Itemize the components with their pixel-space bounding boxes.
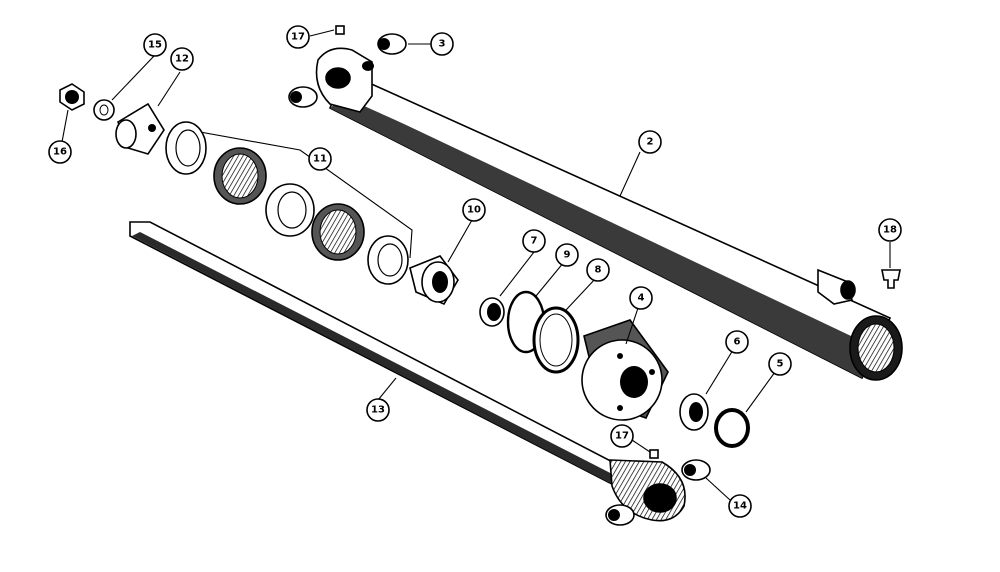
callout-label-12: 12 <box>175 54 189 65</box>
callout-label-5: 5 <box>777 359 784 370</box>
piston-head-10 <box>409 255 459 306</box>
grease-fitting-rod <box>649 449 659 459</box>
callout-8: 8 <box>586 258 610 282</box>
callout-circle-15 <box>143 33 167 57</box>
callout-label-6: 6 <box>734 337 741 348</box>
callout-14: 14 <box>728 494 752 518</box>
callout-circle-7 <box>522 229 546 253</box>
callout-18: 18 <box>878 218 902 242</box>
callout-circle-10 <box>462 198 486 222</box>
callout-circle-12 <box>170 47 194 71</box>
plug-18 <box>881 269 901 289</box>
callout-label-18: 18 <box>883 225 897 236</box>
callout-circle-16 <box>48 140 72 164</box>
callout-17-rod: 17 <box>610 424 634 448</box>
callout-circle-4 <box>629 286 653 310</box>
callout-label-15: 15 <box>148 40 162 51</box>
callout-7: 7 <box>522 229 546 253</box>
callout-label-8: 8 <box>595 265 602 276</box>
piston-ring-pack-a <box>213 147 267 205</box>
callout-12: 12 <box>170 47 194 71</box>
callout-16: 16 <box>48 140 72 164</box>
nut-16 <box>59 83 85 111</box>
callout-circle-6 <box>725 330 749 354</box>
bushing-3 <box>377 33 407 55</box>
callout-circle-5 <box>768 352 792 376</box>
piston-rod-13 <box>129 221 686 522</box>
callout-label-16: 16 <box>53 147 67 158</box>
snap-ring-5 <box>714 408 750 448</box>
callout-9: 9 <box>555 243 579 267</box>
grease-fitting-top <box>335 25 345 35</box>
callout-circle-17-rod <box>610 424 634 448</box>
callout-10: 10 <box>462 198 486 222</box>
callout-label-4: 4 <box>638 293 645 304</box>
callout-label-13: 13 <box>371 405 385 416</box>
callout-label-10: 10 <box>467 205 481 216</box>
piston-nut-12 <box>115 102 165 155</box>
callout-circle-17-top <box>286 25 310 49</box>
callout-label-17-top: 17 <box>291 32 305 43</box>
callout-circle-3 <box>430 32 454 56</box>
callout-5: 5 <box>768 352 792 376</box>
callout-label-7: 7 <box>531 236 538 247</box>
cylinder-barrel <box>315 47 903 381</box>
piston-assembly-11 <box>165 121 413 285</box>
callout-3: 3 <box>430 32 454 56</box>
bushing-rod-lower <box>605 504 635 526</box>
callout-15: 15 <box>143 33 167 57</box>
callout-2: 2 <box>638 130 662 154</box>
callout-circle-11 <box>308 147 332 171</box>
callout-label-14: 14 <box>733 501 747 512</box>
callout-label-3: 3 <box>439 39 446 50</box>
wiper-6 <box>679 393 709 431</box>
callout-label-9: 9 <box>564 250 571 261</box>
callout-17-top: 17 <box>286 25 310 49</box>
callout-label-2: 2 <box>647 137 654 148</box>
callout-circle-2 <box>638 130 662 154</box>
callout-label-17-rod: 17 <box>615 431 629 442</box>
callout-label-11: 11 <box>313 154 327 165</box>
backup-ring-8 <box>532 306 580 374</box>
callout-11: 11 <box>308 147 332 171</box>
bushing-7 <box>479 297 505 327</box>
cylinder-head-4 <box>581 319 669 421</box>
callout-6: 6 <box>725 330 749 354</box>
washer-15 <box>93 99 115 121</box>
piston-ring-pack-b <box>311 203 365 261</box>
callout-circle-14 <box>728 494 752 518</box>
leader-lines <box>61 29 891 501</box>
bushing-14 <box>681 459 711 481</box>
callout-circle-9 <box>555 243 579 267</box>
callout-circle-8 <box>586 258 610 282</box>
callout-4: 4 <box>629 286 653 310</box>
callout-13: 13 <box>366 398 390 422</box>
callout-circle-13 <box>366 398 390 422</box>
callout-circle-18 <box>878 218 902 242</box>
bushing-barrel <box>288 86 318 108</box>
